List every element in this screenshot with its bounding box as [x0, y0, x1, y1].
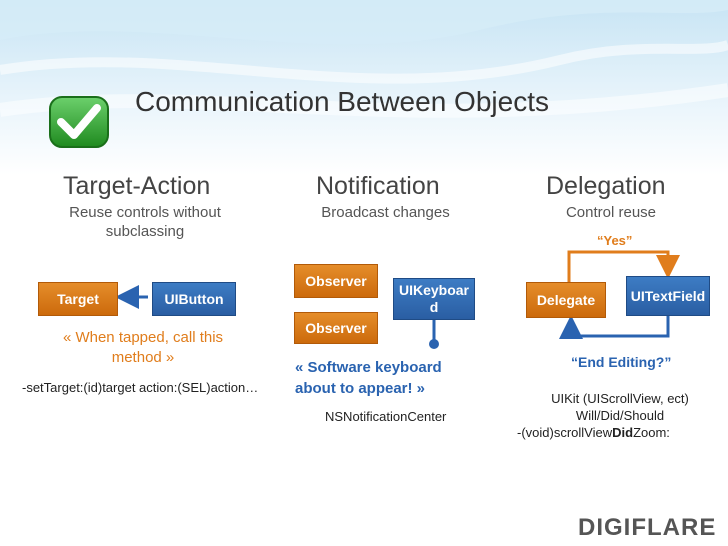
slide-title: Communication Between Objects	[135, 86, 549, 117]
delegate-box: Delegate	[526, 282, 606, 318]
target-action-quote: « When tapped, call this method »	[62, 329, 224, 366]
digiflare-logo: DIGIFLARE	[578, 514, 717, 541]
uikit-line: UIKit (UIScrollView, ect)	[551, 391, 689, 406]
target-action-code: -setTarget:(id)target action:(SEL)action…	[22, 380, 259, 395]
observer-box-2: Observer	[294, 312, 378, 344]
end-editing-label: “End Editing?”	[571, 354, 672, 370]
target-action-heading: Target-Action	[63, 172, 211, 200]
target-box: Target	[38, 282, 118, 316]
notification-heading: Notification	[316, 172, 440, 200]
delegation-subtitle: Control reuse	[565, 204, 657, 221]
notification-subtitle: Broadcast changes	[321, 204, 450, 221]
uibutton-box: UIButton	[152, 282, 236, 316]
delegation-code-suffix: Zoom:	[633, 425, 670, 440]
delegation-notes: UIKit (UIScrollView, ect) Will/Did/Shoul…	[530, 390, 710, 424]
notification-quote: « Software keyboard about to appear! »	[295, 359, 442, 397]
delegation-heading: Delegation	[546, 172, 666, 200]
observer-box-1: Observer	[294, 264, 378, 298]
uitextfield-box: UITextField	[626, 276, 710, 316]
notification-center-label: NSNotificationCenter	[325, 409, 447, 424]
target-action-subtitle: Reuse controls without subclassing	[69, 204, 221, 240]
delegation-code: -(void)scrollViewDidZoom:	[517, 425, 670, 440]
will-did-should-line: Will/Did/Should	[575, 408, 665, 423]
checkmark-icon	[47, 94, 111, 150]
delegation-code-prefix: -(void)scrollView	[517, 425, 613, 440]
uikeyboard-box: UIKeyboard	[393, 278, 475, 320]
delegation-code-bold: Did	[612, 425, 634, 440]
yes-label: “Yes”	[597, 233, 633, 248]
